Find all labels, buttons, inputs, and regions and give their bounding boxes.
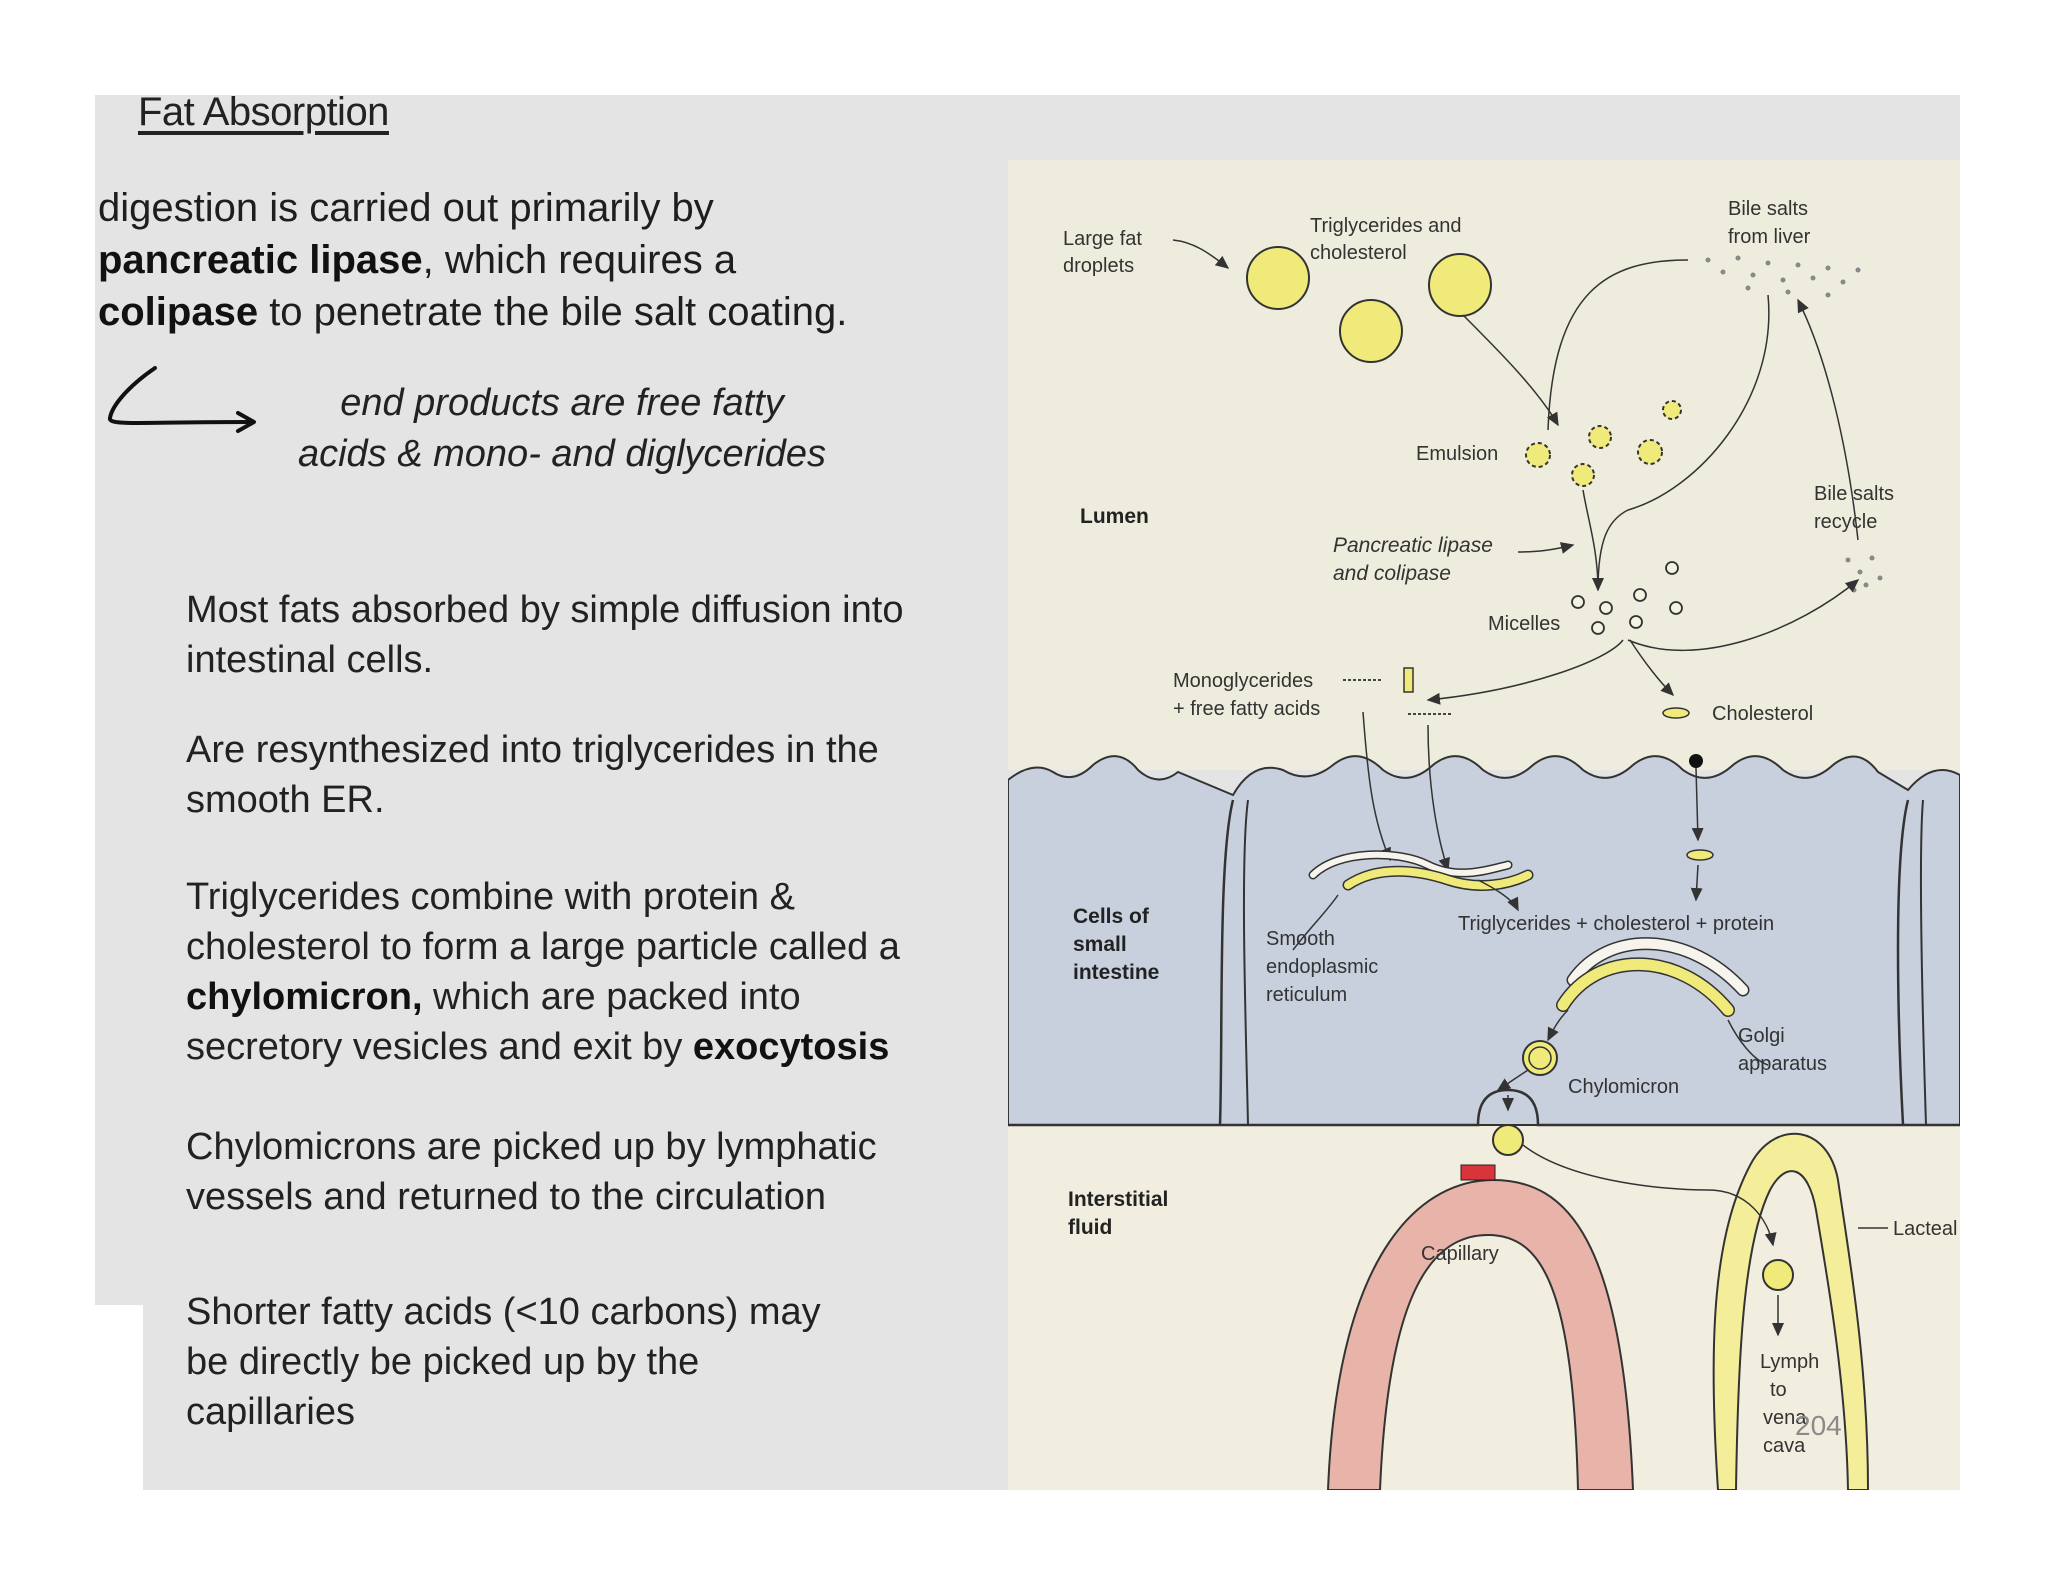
label-monoglycerides-1: Monoglycerides [1173,670,1313,692]
label-bile-liver-1: Bile salts [1728,198,1808,220]
term-exocytosis: exocytosis [692,1026,890,1068]
label-micelles: Micelles [1488,613,1560,635]
label-bile-liver-2: from liver [1728,226,1811,248]
paragraph-resynthesis: Are resynthesized into triglycerides in … [186,729,879,821]
intro-line-3: colipase to penetrate the bile salt coat… [98,290,848,334]
label-cholesterol: Cholesterol [1712,703,1813,725]
capillary-shape [1326,1178,1635,1490]
emulsion-droplets [1525,400,1682,487]
paragraph-lymphatic: Chylomicrons are picked up by lymphatic … [186,1126,877,1218]
paragraph-chylomicron: Triglycerides combine with protein & cho… [186,876,900,1068]
paragraph-short-fatty-acids: Shorter fatty acids (<10 carbons) may be… [186,1291,821,1433]
label-cells-2: small [1073,933,1127,956]
page-number: 204 [1795,1410,1842,1441]
label-lipase-2: and colipase [1333,562,1451,585]
golgi-shape [1556,937,1750,1017]
label-lymph-3: vena [1763,1407,1807,1429]
label-ser-1: Smooth [1266,928,1335,950]
label-cells-1: Cells of [1073,905,1150,928]
label-interstitial-1: Interstitial [1068,1188,1168,1211]
micelles [1571,561,1683,635]
intro-line-1: digestion is carried out primarily by [98,186,714,230]
label-cells-3: intestine [1073,961,1159,984]
bile-salt-dots [1705,255,1883,593]
label-lacteal: Lacteal [1893,1218,1958,1240]
label-interstitial-2: fluid [1068,1216,1112,1239]
label-large-fat-2: droplets [1063,255,1134,277]
paragraph-diffusion: Most fats absorbed by simple diffusion i… [186,589,904,681]
lacteal-shape [1712,1132,1870,1490]
label-tri-chol-2: cholesterol [1310,242,1407,264]
smooth-er-shape [1308,850,1534,891]
label-lymph-4: cava [1763,1435,1806,1457]
term-colipase: colipase [98,290,259,334]
label-bile-recycle-1: Bile salts [1814,483,1894,505]
label-lipase-1: Pancreatic lipase [1333,534,1493,557]
intro-text: digestion is carried out primarily by pa… [98,182,847,338]
end-products-text: end products are free fatty acids & mono… [297,382,827,475]
label-emulsion: Emulsion [1416,443,1498,465]
label-monoglycerides-2: + free fatty acids [1173,698,1320,720]
label-ser-2: endoplasmic [1266,956,1378,978]
hand-drawn-arrow-icon [108,366,256,433]
term-chylomicron: chylomicron, [186,976,423,1018]
fat-absorption-diagram: Large fat droplets Triglycerides and cho… [1008,160,1960,1490]
label-lymph-1: Lymph [1760,1351,1819,1373]
label-golgi-1: Golgi [1738,1025,1785,1047]
label-lymph-2: to [1770,1379,1787,1401]
label-tcp: Triglycerides + cholesterol + protein [1458,913,1774,935]
intro-line-2: pancreatic lipase, which requires a [98,238,737,282]
label-chylomicron: Chylomicron [1568,1076,1679,1098]
label-tri-chol-1: Triglycerides and [1310,215,1462,237]
label-lumen: Lumen [1080,505,1149,528]
slide-title: Fat Absorption [138,90,389,134]
term-pancreatic-lipase: pancreatic lipase [98,238,423,282]
label-large-fat-1: Large fat [1063,228,1142,250]
label-golgi-2: apparatus [1738,1053,1827,1075]
lumen-region [1008,160,1960,770]
label-capillary: Capillary [1421,1243,1499,1265]
label-ser-3: reticulum [1266,984,1347,1006]
label-bile-recycle-2: recycle [1814,511,1877,533]
